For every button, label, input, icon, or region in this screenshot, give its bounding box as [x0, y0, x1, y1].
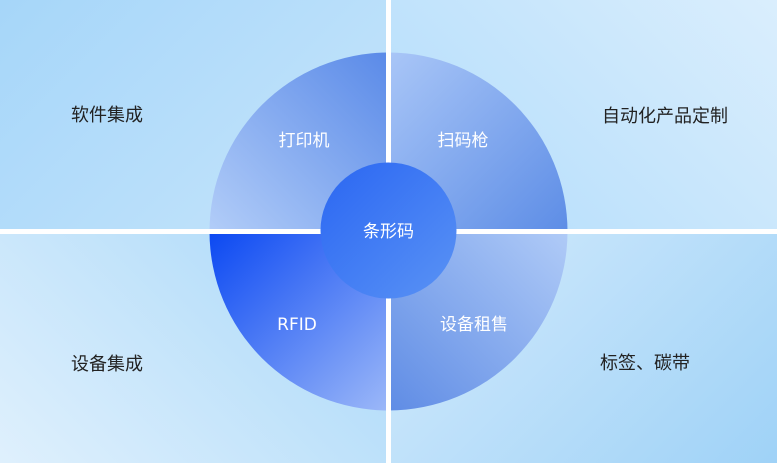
label-software-integration: 软件集成 [71, 105, 143, 126]
segment-label-rfid: RFID [277, 315, 317, 335]
label-automation-customization: 自动化产品定制 [602, 106, 728, 127]
hub-label-barcode: 条形码 [363, 222, 414, 242]
segment-label-printer: 打印机 [279, 131, 330, 151]
label-labels-ribbons: 标签、碳带 [600, 353, 690, 374]
label-device-integration: 设备集成 [71, 354, 143, 375]
segment-label-rental: 设备租售 [440, 315, 508, 335]
hub-circle [320, 162, 457, 299]
segment-label-scanner: 扫码枪 [438, 131, 489, 151]
